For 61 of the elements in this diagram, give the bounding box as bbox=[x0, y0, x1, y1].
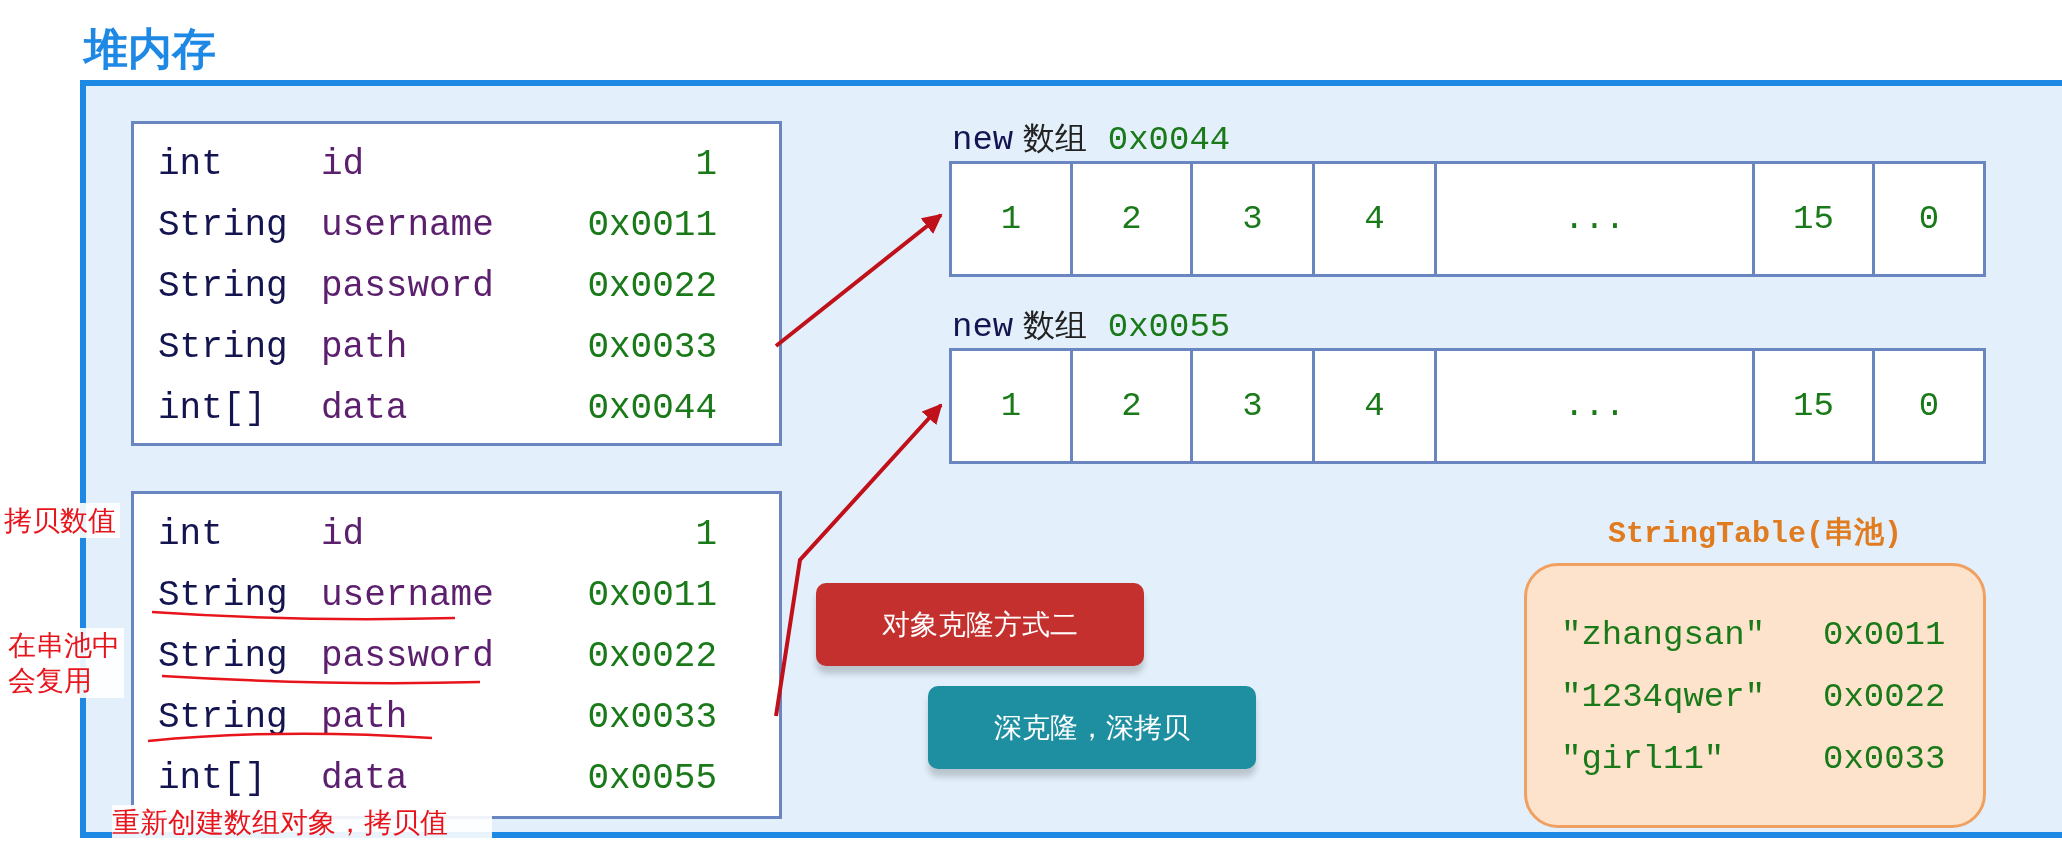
field-name: data bbox=[321, 386, 409, 431]
array-cell-value: 4 bbox=[1364, 385, 1385, 427]
pool-address: 0x0033 bbox=[1823, 739, 1947, 780]
object-box bbox=[131, 121, 782, 446]
array-cell-value: 2 bbox=[1121, 198, 1142, 240]
field-name: password bbox=[321, 264, 495, 309]
field-type: int[] bbox=[158, 386, 268, 431]
field-name: id bbox=[321, 512, 366, 557]
field-value: 0x0011 bbox=[587, 573, 717, 618]
array-heading: new 数组 0x0055 bbox=[952, 305, 1231, 348]
tag-badge: 对象克隆方式二 bbox=[816, 583, 1144, 666]
field-value: 0x0055 bbox=[587, 756, 717, 801]
array-cell-value: 3 bbox=[1242, 198, 1263, 240]
field-name: path bbox=[321, 325, 409, 370]
array-cell-value: 2 bbox=[1121, 385, 1142, 427]
field-value: 0x0022 bbox=[587, 634, 717, 679]
array-cell-value: 3 bbox=[1242, 385, 1263, 427]
array-cell-value: 0 bbox=[1918, 198, 1940, 240]
field-type: int[] bbox=[158, 756, 268, 801]
field-type: String bbox=[158, 634, 289, 679]
heap-title: 堆内存 bbox=[84, 22, 216, 76]
annotation-note: 在串池中会复用 bbox=[8, 628, 124, 698]
field-value: 0x0033 bbox=[587, 695, 717, 740]
field-name: username bbox=[321, 203, 495, 248]
field-value: 1 bbox=[694, 142, 717, 187]
field-value: 1 bbox=[694, 512, 717, 557]
field-type: String bbox=[158, 203, 289, 248]
field-name: id bbox=[321, 142, 366, 187]
field-name: password bbox=[321, 634, 495, 679]
pool-string: "zhangsan" bbox=[1561, 615, 1767, 656]
field-value: 0x0033 bbox=[587, 325, 717, 370]
array-cell-value: 1 bbox=[1000, 385, 1022, 427]
field-name: data bbox=[321, 756, 409, 801]
field-value: 0x0044 bbox=[587, 386, 717, 431]
array-cell-value: 1 bbox=[1000, 198, 1022, 240]
field-name: path bbox=[321, 695, 409, 740]
array-cell-value: ... bbox=[1563, 198, 1626, 240]
field-type: int bbox=[158, 142, 224, 187]
pool-heading: StringTable(串池) bbox=[1606, 515, 1903, 553]
tag-badge: 深克隆，深拷贝 bbox=[928, 686, 1256, 769]
annotation-note: 拷贝数值 bbox=[4, 503, 120, 538]
pool-string: "1234qwer" bbox=[1561, 677, 1767, 718]
field-name: username bbox=[321, 573, 495, 618]
field-type: int bbox=[158, 512, 224, 557]
field-type: String bbox=[158, 264, 289, 309]
pointer-arrow bbox=[774, 213, 943, 348]
array-cell-value: 4 bbox=[1364, 198, 1385, 240]
field-type: String bbox=[158, 325, 289, 370]
array-cell-value: 15 bbox=[1793, 385, 1834, 427]
field-value: 0x0022 bbox=[587, 264, 717, 309]
annotation-note: 重新创建数组对象，拷贝值 bbox=[112, 805, 492, 840]
field-type: String bbox=[158, 695, 289, 740]
pool-address: 0x0022 bbox=[1823, 677, 1947, 718]
pool-address: 0x0011 bbox=[1823, 615, 1947, 656]
array-cell-value: 15 bbox=[1793, 198, 1834, 240]
pool-string: "girl11" bbox=[1561, 739, 1726, 780]
array-cell-value: ... bbox=[1563, 385, 1626, 427]
array-heading: new 数组 0x0044 bbox=[952, 118, 1231, 161]
field-type: String bbox=[158, 573, 289, 618]
field-value: 0x0011 bbox=[587, 203, 717, 248]
array-cell-value: 0 bbox=[1918, 385, 1940, 427]
